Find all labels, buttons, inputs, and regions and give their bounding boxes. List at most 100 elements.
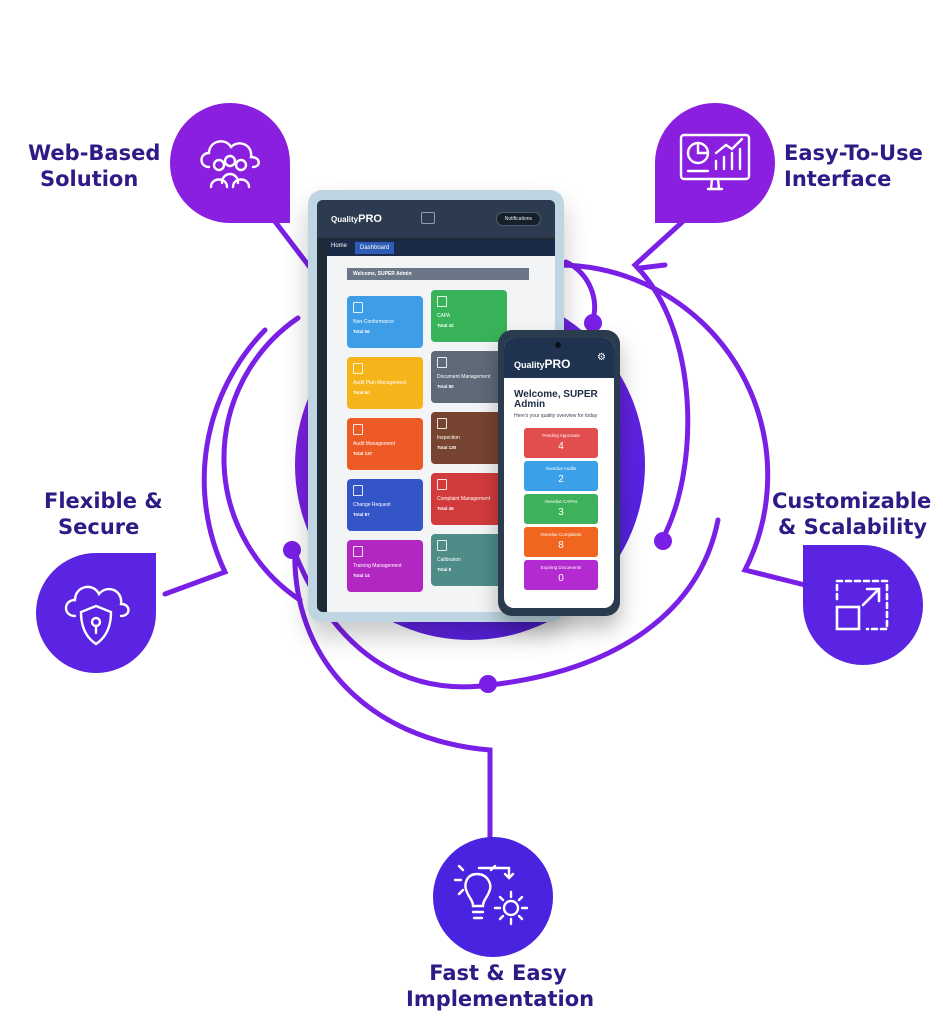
phone-card-3[interactable]: Overdue CAPAs 3 <box>524 494 598 524</box>
module-icon <box>353 302 363 313</box>
line-customizable <box>557 262 808 588</box>
phone-card-2[interactable]: Overdue Audits 2 <box>524 461 598 491</box>
tablet-card-total: Total 80 <box>437 384 454 389</box>
line-easy-stub <box>637 262 668 271</box>
cloud-users-icon <box>170 103 290 223</box>
phone-card-value: 0 <box>558 573 564 584</box>
line-dot-1 <box>584 314 602 332</box>
tablet-card-label: Inspection <box>437 435 460 441</box>
tablet-card-total: Total 60 <box>353 390 370 395</box>
arc-top-small <box>563 259 598 326</box>
phone-welcome: Welcome, SUPER Admin <box>514 389 598 410</box>
phone-screen: QualityPRO ⚙ Welcome, SUPER Admin Here's… <box>504 338 614 608</box>
phone-card-label: Overdue Complaints <box>540 532 582 537</box>
tablet-card-total: Total 87 <box>353 512 370 517</box>
tablet-card-label: Complaint Management <box>437 496 491 502</box>
phone-card-value: 2 <box>558 474 564 485</box>
tablet-card-label: Document Management <box>437 374 491 380</box>
tablet-card-total: Total 45 <box>437 506 454 511</box>
module-icon <box>437 479 447 490</box>
tablet-card-2[interactable]: CAPA Total 42 <box>431 290 507 342</box>
phone-card-label: Overdue CAPAs <box>544 499 578 504</box>
tablet-header: QualityPRO Notifications <box>317 200 555 238</box>
feature-web-based-line1: Web-Based <box>28 141 161 165</box>
module-icon <box>353 424 363 435</box>
tablet-card-total: Total 8 <box>437 567 452 572</box>
feature-customizable-label: Customizable & Scalability <box>772 488 931 540</box>
tablet-card-1[interactable]: Non-Conformance Total 56 <box>347 296 423 348</box>
module-icon <box>437 418 447 429</box>
tablet-card-label: Change Request <box>353 502 391 508</box>
tablet-card-total: Total 42 <box>437 323 454 328</box>
phone-card-value: 4 <box>558 441 564 452</box>
phone-logo: QualityPRO <box>514 357 571 371</box>
tablet-card-label: CAPA <box>437 313 451 319</box>
tablet-screen: QualityPRO Notifications Home Dashboard … <box>317 200 555 612</box>
phone-card-4[interactable]: Overdue Complaints 8 <box>524 527 598 557</box>
feature-web-based-label: Web-Based Solution <box>28 140 160 192</box>
module-icon <box>353 546 363 557</box>
nav-dashboard-tab[interactable]: Dashboard <box>355 242 395 254</box>
feature-flexible-label: Flexible & Secure <box>44 488 163 540</box>
camera-notch <box>555 342 561 348</box>
line-flexible <box>162 327 268 597</box>
tablet-card-7[interactable]: Change Request Total 87 <box>347 479 423 531</box>
tablet-card-label: Non-Conformance <box>353 319 394 325</box>
phone-logo-main: Quality <box>514 360 545 370</box>
module-icon <box>353 363 363 374</box>
tablet-card-10[interactable]: Calibration Total 8 <box>431 534 507 586</box>
line-web <box>267 212 315 273</box>
module-icon <box>437 540 447 551</box>
feature-fast-line1: Fast & Easy <box>429 961 567 985</box>
bulb-gear-icon <box>433 837 553 957</box>
tablet-card-label: Audit Plan Management <box>353 380 407 386</box>
tablet-dashboard: Home Dashboard Welcome, SUPER Admin Non-… <box>327 240 555 612</box>
analytics-monitor-icon <box>655 103 775 223</box>
cloud-shield-lock-icon <box>36 553 156 673</box>
feature-easy-line2: Interface <box>784 167 892 191</box>
tablet-card-5[interactable]: Audit Management Total 137 <box>347 418 423 470</box>
nav-home-link[interactable]: Home <box>331 243 348 249</box>
line-fast <box>292 542 493 843</box>
notifications-button[interactable]: Notifications <box>495 212 541 226</box>
feature-customizable-line2: & Scalability <box>778 515 928 539</box>
tablet-card-total: Total 56 <box>353 329 370 334</box>
module-icon <box>437 296 447 307</box>
line-dot-4 <box>479 675 497 693</box>
feature-easy-to-use-label: Easy-To-Use Interface <box>784 140 923 192</box>
feature-flexible-line2: Secure <box>58 515 140 539</box>
line-dot-2 <box>283 541 301 559</box>
gear-icon[interactable]: ⚙ <box>597 352 606 363</box>
tablet-card-label: Training Management <box>353 563 402 569</box>
module-icon <box>353 485 363 496</box>
phone-card-label: Pending Approvals <box>542 433 580 438</box>
phone-subtitle: Here's your quality overview for today <box>514 413 598 419</box>
phone-card-value: 3 <box>558 507 564 518</box>
phone-card-1[interactable]: Pending Approvals 4 <box>524 428 598 458</box>
phone-card-value: 8 <box>558 540 564 551</box>
tablet-card-label: Calibration <box>437 557 461 563</box>
tablet-card-6[interactable]: Inspection Total 130 <box>431 412 507 464</box>
tablet-nav: Home Dashboard <box>327 240 555 256</box>
menu-toggle-icon[interactable] <box>421 212 435 224</box>
line-easy <box>631 212 693 543</box>
tablet-logo-bold: PRO <box>358 213 382 225</box>
feature-flexible-line1: Flexible & <box>44 489 163 513</box>
tablet-card-total: Total 137 <box>353 451 373 456</box>
tablet-card-4[interactable]: Document Management Total 80 <box>431 351 507 403</box>
phone-card-label: Expiring Documents <box>540 565 582 570</box>
feature-easy-line1: Easy-To-Use <box>784 141 923 165</box>
tablet-card-3[interactable]: Audit Plan Management Total 60 <box>347 357 423 409</box>
feature-fast-line2: Implementation <box>406 987 595 1011</box>
tablet-card-9[interactable]: Training Management Total 14 <box>347 540 423 592</box>
feature-customizable-line1: Customizable <box>772 489 932 513</box>
phone-card-5[interactable]: Expiring Documents 0 <box>524 560 598 590</box>
tablet-card-total: Total 14 <box>353 573 370 578</box>
phone-card-label: Overdue Audits <box>545 466 577 471</box>
tablet-card-8[interactable]: Complaint Management Total 45 <box>431 473 507 525</box>
feature-fast-label: Fast & Easy Implementation <box>406 960 595 1012</box>
tablet-logo-main: Quality <box>331 215 359 224</box>
phone-device: QualityPRO ⚙ Welcome, SUPER Admin Here's… <box>498 330 620 616</box>
tablet-card-label: Audit Management <box>353 441 395 447</box>
